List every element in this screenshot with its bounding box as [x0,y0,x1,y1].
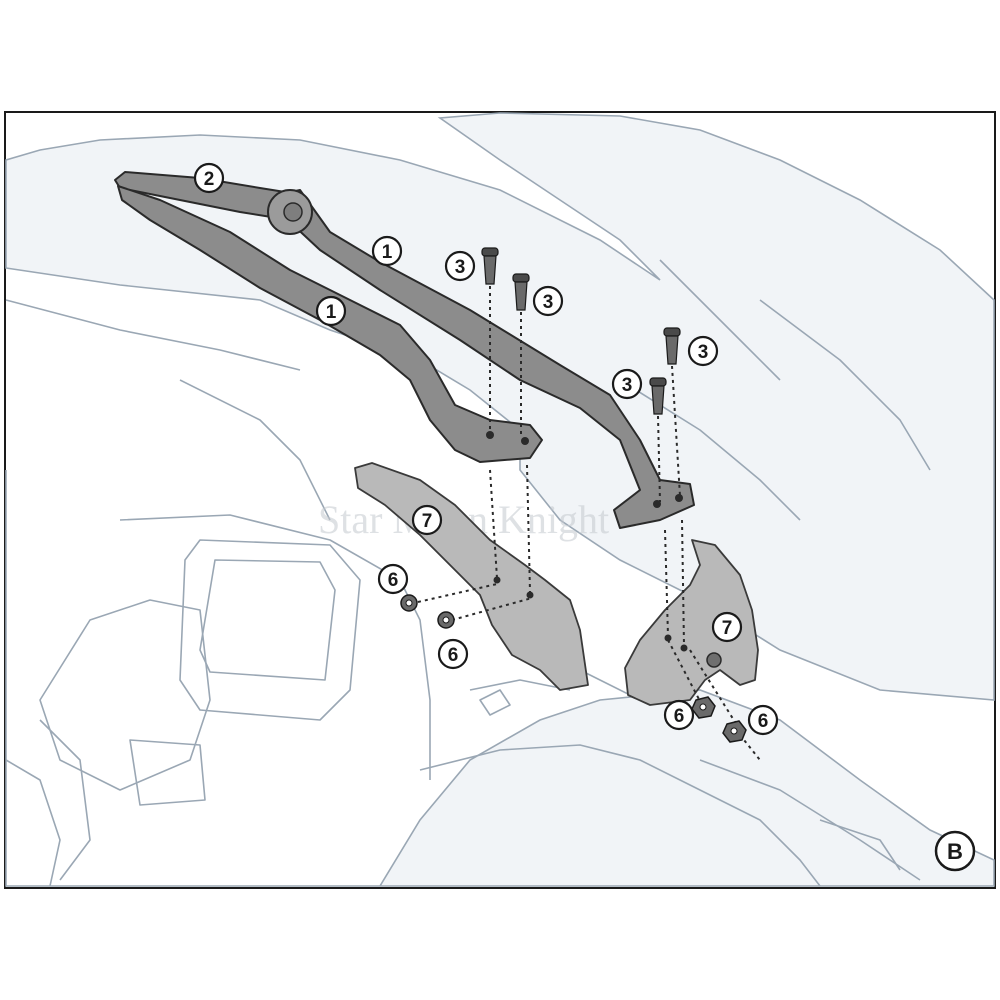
callout-3-c: 3 [687,335,719,367]
callout-1-upper-label: 1 [382,242,393,263]
callout-6-c: 6 [663,699,695,731]
callout-1-upper: 1 [371,235,403,267]
assembly-guides [417,286,761,761]
callout-7-left: 7 [411,504,443,536]
callout-7-right-label: 7 [722,618,733,639]
callout-3-c-label: 3 [698,342,709,363]
callout-2: 2 [193,162,225,194]
callout-3-b-label: 3 [543,292,554,313]
nut-6-a [400,594,418,612]
bolt-3-c [663,327,681,365]
callout-6-c-label: 6 [674,706,685,727]
nut-6-b [437,611,455,629]
callout-7-left-label: 7 [422,511,433,532]
bolt-3-d [649,377,667,415]
callout-3-b: 3 [532,285,564,317]
callout-6-a: 6 [377,563,409,595]
part-7-right-bracket [624,539,759,706]
callout-3-a-label: 3 [455,257,466,278]
view-label-b: B [934,830,976,872]
callout-1-lower: 1 [315,295,347,327]
bolt-3-b [512,273,530,311]
nut-6-d [722,720,747,743]
callout-6-d-label: 6 [758,711,769,732]
callout-1-lower-label: 1 [326,302,337,323]
nut-6-c [691,696,716,719]
callout-6-b: 6 [437,638,469,670]
callout-7-right: 7 [711,611,743,643]
view-label-b-text: B [947,839,963,864]
callout-3-a: 3 [444,250,476,282]
bolt-3-a [481,247,499,285]
callout-6-a-label: 6 [388,570,399,591]
callout-2-label: 2 [204,169,215,190]
callout-6-d: 6 [747,704,779,736]
part-2-crossbar [114,171,313,235]
callout-3-d-label: 3 [622,375,633,396]
callout-6-b-label: 6 [448,645,459,666]
callout-3-d: 3 [611,368,643,400]
